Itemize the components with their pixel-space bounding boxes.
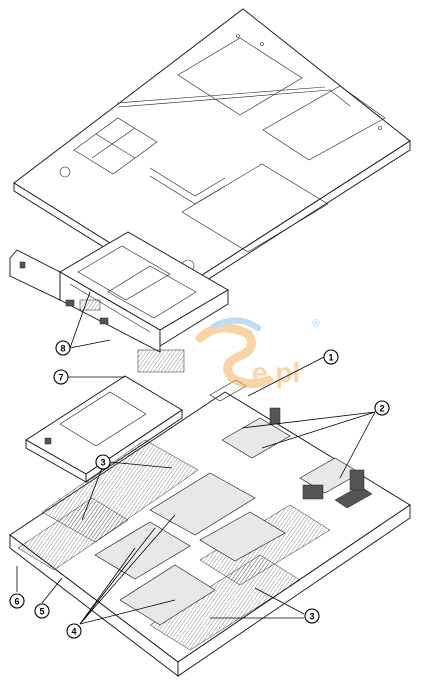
watermark-text: e.pl xyxy=(252,357,300,388)
callout-7: 7 xyxy=(53,369,69,385)
callout-3-lower: 3 xyxy=(304,608,320,624)
callout-5: 5 xyxy=(34,603,50,619)
callout-8-label: 8 xyxy=(60,344,65,354)
dimm-bank-upper-left xyxy=(17,439,199,571)
access-panel-cover xyxy=(13,8,411,297)
callout-8: 8 xyxy=(55,340,71,356)
registered-mark: ® xyxy=(312,318,320,330)
callout-1-label: 1 xyxy=(328,353,333,363)
leader-lines xyxy=(16,291,376,625)
callout-3-upper: 3 xyxy=(95,454,111,470)
callout-7-label: 7 xyxy=(58,373,63,383)
callout-1: 1 xyxy=(323,349,339,365)
drive-cage-assembly xyxy=(9,231,229,353)
watermark: e.pl ® xyxy=(195,317,320,388)
callout-6: 6 xyxy=(9,593,25,609)
callout-4: 4 xyxy=(66,623,82,639)
callout-2-label: 2 xyxy=(379,404,384,414)
callout-3-lower-label: 3 xyxy=(309,612,314,622)
callout-5-label: 5 xyxy=(39,607,44,617)
callout-6-label: 6 xyxy=(14,597,19,607)
callout-2: 2 xyxy=(374,400,390,416)
callout-4-label: 4 xyxy=(71,627,76,637)
callout-3-upper-label: 3 xyxy=(100,458,105,468)
